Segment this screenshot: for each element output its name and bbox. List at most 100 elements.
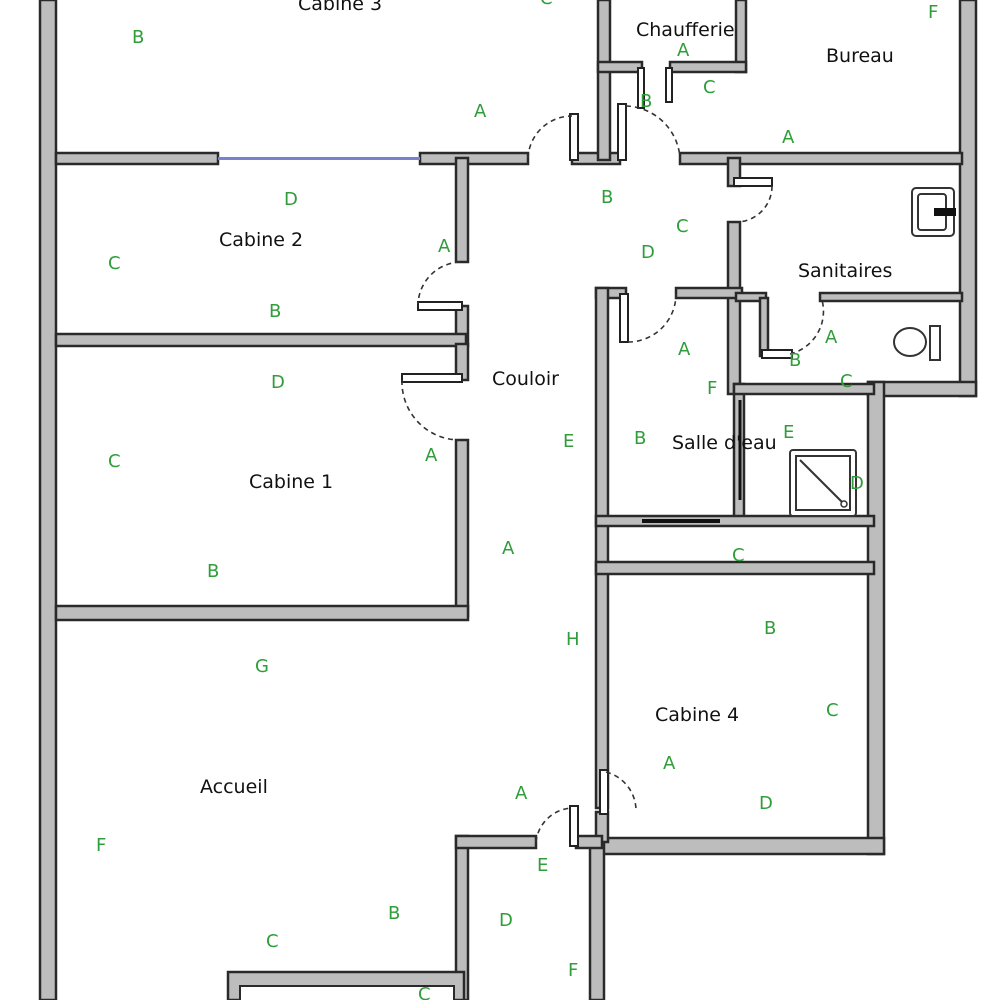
wall-mark: C bbox=[703, 77, 716, 98]
wall-cabine1-right-bottom bbox=[454, 438, 470, 618]
doors bbox=[401, 67, 825, 847]
wall-chaufferie-left bbox=[596, 0, 612, 162]
wall-mark: A bbox=[438, 236, 451, 257]
door-wc-leaf[interactable] bbox=[761, 349, 793, 359]
wall-mark: B bbox=[789, 350, 801, 371]
wall-mark: B bbox=[388, 903, 400, 924]
wall-shower-top bbox=[732, 382, 876, 396]
toilet-icon bbox=[893, 327, 927, 357]
door-lower-swing bbox=[535, 807, 573, 843]
wall-mark: A bbox=[502, 538, 515, 559]
wall-wc-right-stub bbox=[758, 296, 770, 358]
room-label-accueil: Accueil bbox=[200, 776, 268, 798]
wall-sanitaires-divider-right bbox=[818, 291, 964, 303]
wall-cabine2-bottom bbox=[54, 332, 468, 348]
wall-mark: B bbox=[269, 301, 281, 322]
wall-sanitaires-left-mid bbox=[726, 220, 742, 396]
door-sanitaires-leaf[interactable] bbox=[733, 177, 773, 187]
wall-mark: D bbox=[499, 910, 513, 931]
wall-mark: A bbox=[425, 445, 438, 466]
wall-mark: G bbox=[255, 656, 269, 677]
wall-mark: A bbox=[677, 40, 690, 61]
wall-mark: A bbox=[678, 339, 691, 360]
room-label-chaufferie: Chaufferie bbox=[636, 19, 735, 41]
door-bureau-leaf[interactable] bbox=[617, 103, 627, 161]
wall-accueil-stair-top-right bbox=[574, 834, 604, 850]
wall-corridor-top-mid bbox=[570, 151, 622, 166]
wall-bottom-stair-right bbox=[588, 836, 606, 1000]
wall-mark: D bbox=[850, 473, 864, 494]
wall-mark: B bbox=[601, 187, 613, 208]
wall-mark: E bbox=[563, 431, 574, 452]
door-bureau-swing bbox=[625, 105, 681, 159]
washbasin-tap bbox=[934, 208, 956, 216]
room-label-cabine-4: Cabine 4 bbox=[655, 704, 739, 726]
door-cabine2-swing bbox=[417, 261, 461, 305]
wall-mark: C bbox=[266, 931, 279, 952]
wall-mark: D bbox=[284, 189, 298, 210]
door-salle-deau-leaf[interactable] bbox=[619, 293, 629, 343]
wall-mark: A bbox=[474, 101, 487, 122]
wall-chaufferie-bottom-right bbox=[668, 60, 748, 74]
wall-chaufferie-bottom-left bbox=[596, 60, 644, 74]
door-sanitaires-swing bbox=[737, 185, 773, 223]
wall-marks: B A A C B F A D B C C D A B B A A C D F … bbox=[96, 0, 938, 1000]
wall-mark: F bbox=[568, 960, 578, 981]
wall-mark: B bbox=[640, 91, 652, 112]
accueil-bottom-opening bbox=[239, 985, 455, 1000]
wall-exterior-left bbox=[38, 0, 58, 1000]
wall-storage-bottom bbox=[594, 560, 876, 576]
wall-mark: C bbox=[826, 700, 839, 721]
wall-mark: F bbox=[96, 835, 106, 856]
wall-mark: C bbox=[418, 984, 431, 1000]
wall-mark: B bbox=[764, 618, 776, 639]
door-cabine1-leaf[interactable] bbox=[401, 373, 463, 383]
room-label-cabine-3: Cabine 3 bbox=[298, 0, 382, 15]
wall-accueil-stair-top-left bbox=[454, 834, 538, 850]
wall-mark: F bbox=[707, 378, 717, 399]
room-label-couloir: Couloir bbox=[492, 368, 559, 390]
wall-salle-deau-top-right bbox=[674, 286, 744, 300]
door-salle-deau-swing bbox=[627, 293, 677, 343]
fixtures bbox=[789, 187, 956, 517]
wall-mark: C bbox=[840, 371, 853, 392]
wall-mark: A bbox=[825, 327, 838, 348]
wall-cabine3-bottom-left bbox=[54, 151, 220, 166]
wall-mark: D bbox=[271, 372, 285, 393]
room-label-cabine-1: Cabine 1 bbox=[249, 471, 333, 493]
room-label-bureau: Bureau bbox=[826, 45, 894, 67]
door-cabine2-leaf[interactable] bbox=[417, 301, 463, 311]
shower-drain bbox=[840, 500, 848, 508]
door-wc-swing bbox=[789, 299, 825, 355]
door-cabine3-swing bbox=[527, 115, 573, 159]
door-chaufferie-leaf-left[interactable] bbox=[637, 67, 645, 109]
toilet-tank bbox=[929, 325, 941, 361]
wall-mark: A bbox=[663, 753, 676, 774]
room-labels: Cabine 3 Chaufferie Bureau Cabine 2 Sani… bbox=[200, 0, 894, 798]
wall-cabine3-bottom-right bbox=[418, 151, 530, 166]
wall-mark: A bbox=[515, 783, 528, 804]
wall-mark: B bbox=[207, 561, 219, 582]
room-label-cabine-2: Cabine 2 bbox=[219, 229, 303, 251]
wall-exterior-bottom-right bbox=[594, 836, 886, 856]
wall-bureau-bottom bbox=[678, 151, 964, 166]
door-cabine4-leaf[interactable] bbox=[599, 769, 609, 815]
wall-exterior-right-lower bbox=[866, 380, 886, 856]
door-lower-leaf[interactable] bbox=[569, 805, 579, 847]
wall-mark: H bbox=[566, 629, 580, 650]
wall-mark: E bbox=[783, 422, 794, 443]
wall-salle-deau-left bbox=[594, 286, 610, 810]
wall-mark: D bbox=[641, 242, 655, 263]
wall-exterior-right-top bbox=[958, 0, 978, 398]
wall-mark: C bbox=[732, 545, 745, 566]
wall-mark: F bbox=[928, 2, 938, 23]
door-cabine3-leaf[interactable] bbox=[569, 113, 579, 161]
wall-mark: B bbox=[634, 428, 646, 449]
door-chaufferie-leaf-right[interactable] bbox=[665, 67, 673, 103]
wall-salle-deau-bottom bbox=[594, 514, 876, 528]
room-label-salle-d-eau: Salle d'eau bbox=[672, 432, 777, 454]
shower-tray-diagonal bbox=[799, 459, 847, 507]
wall-mark: E bbox=[537, 855, 548, 876]
